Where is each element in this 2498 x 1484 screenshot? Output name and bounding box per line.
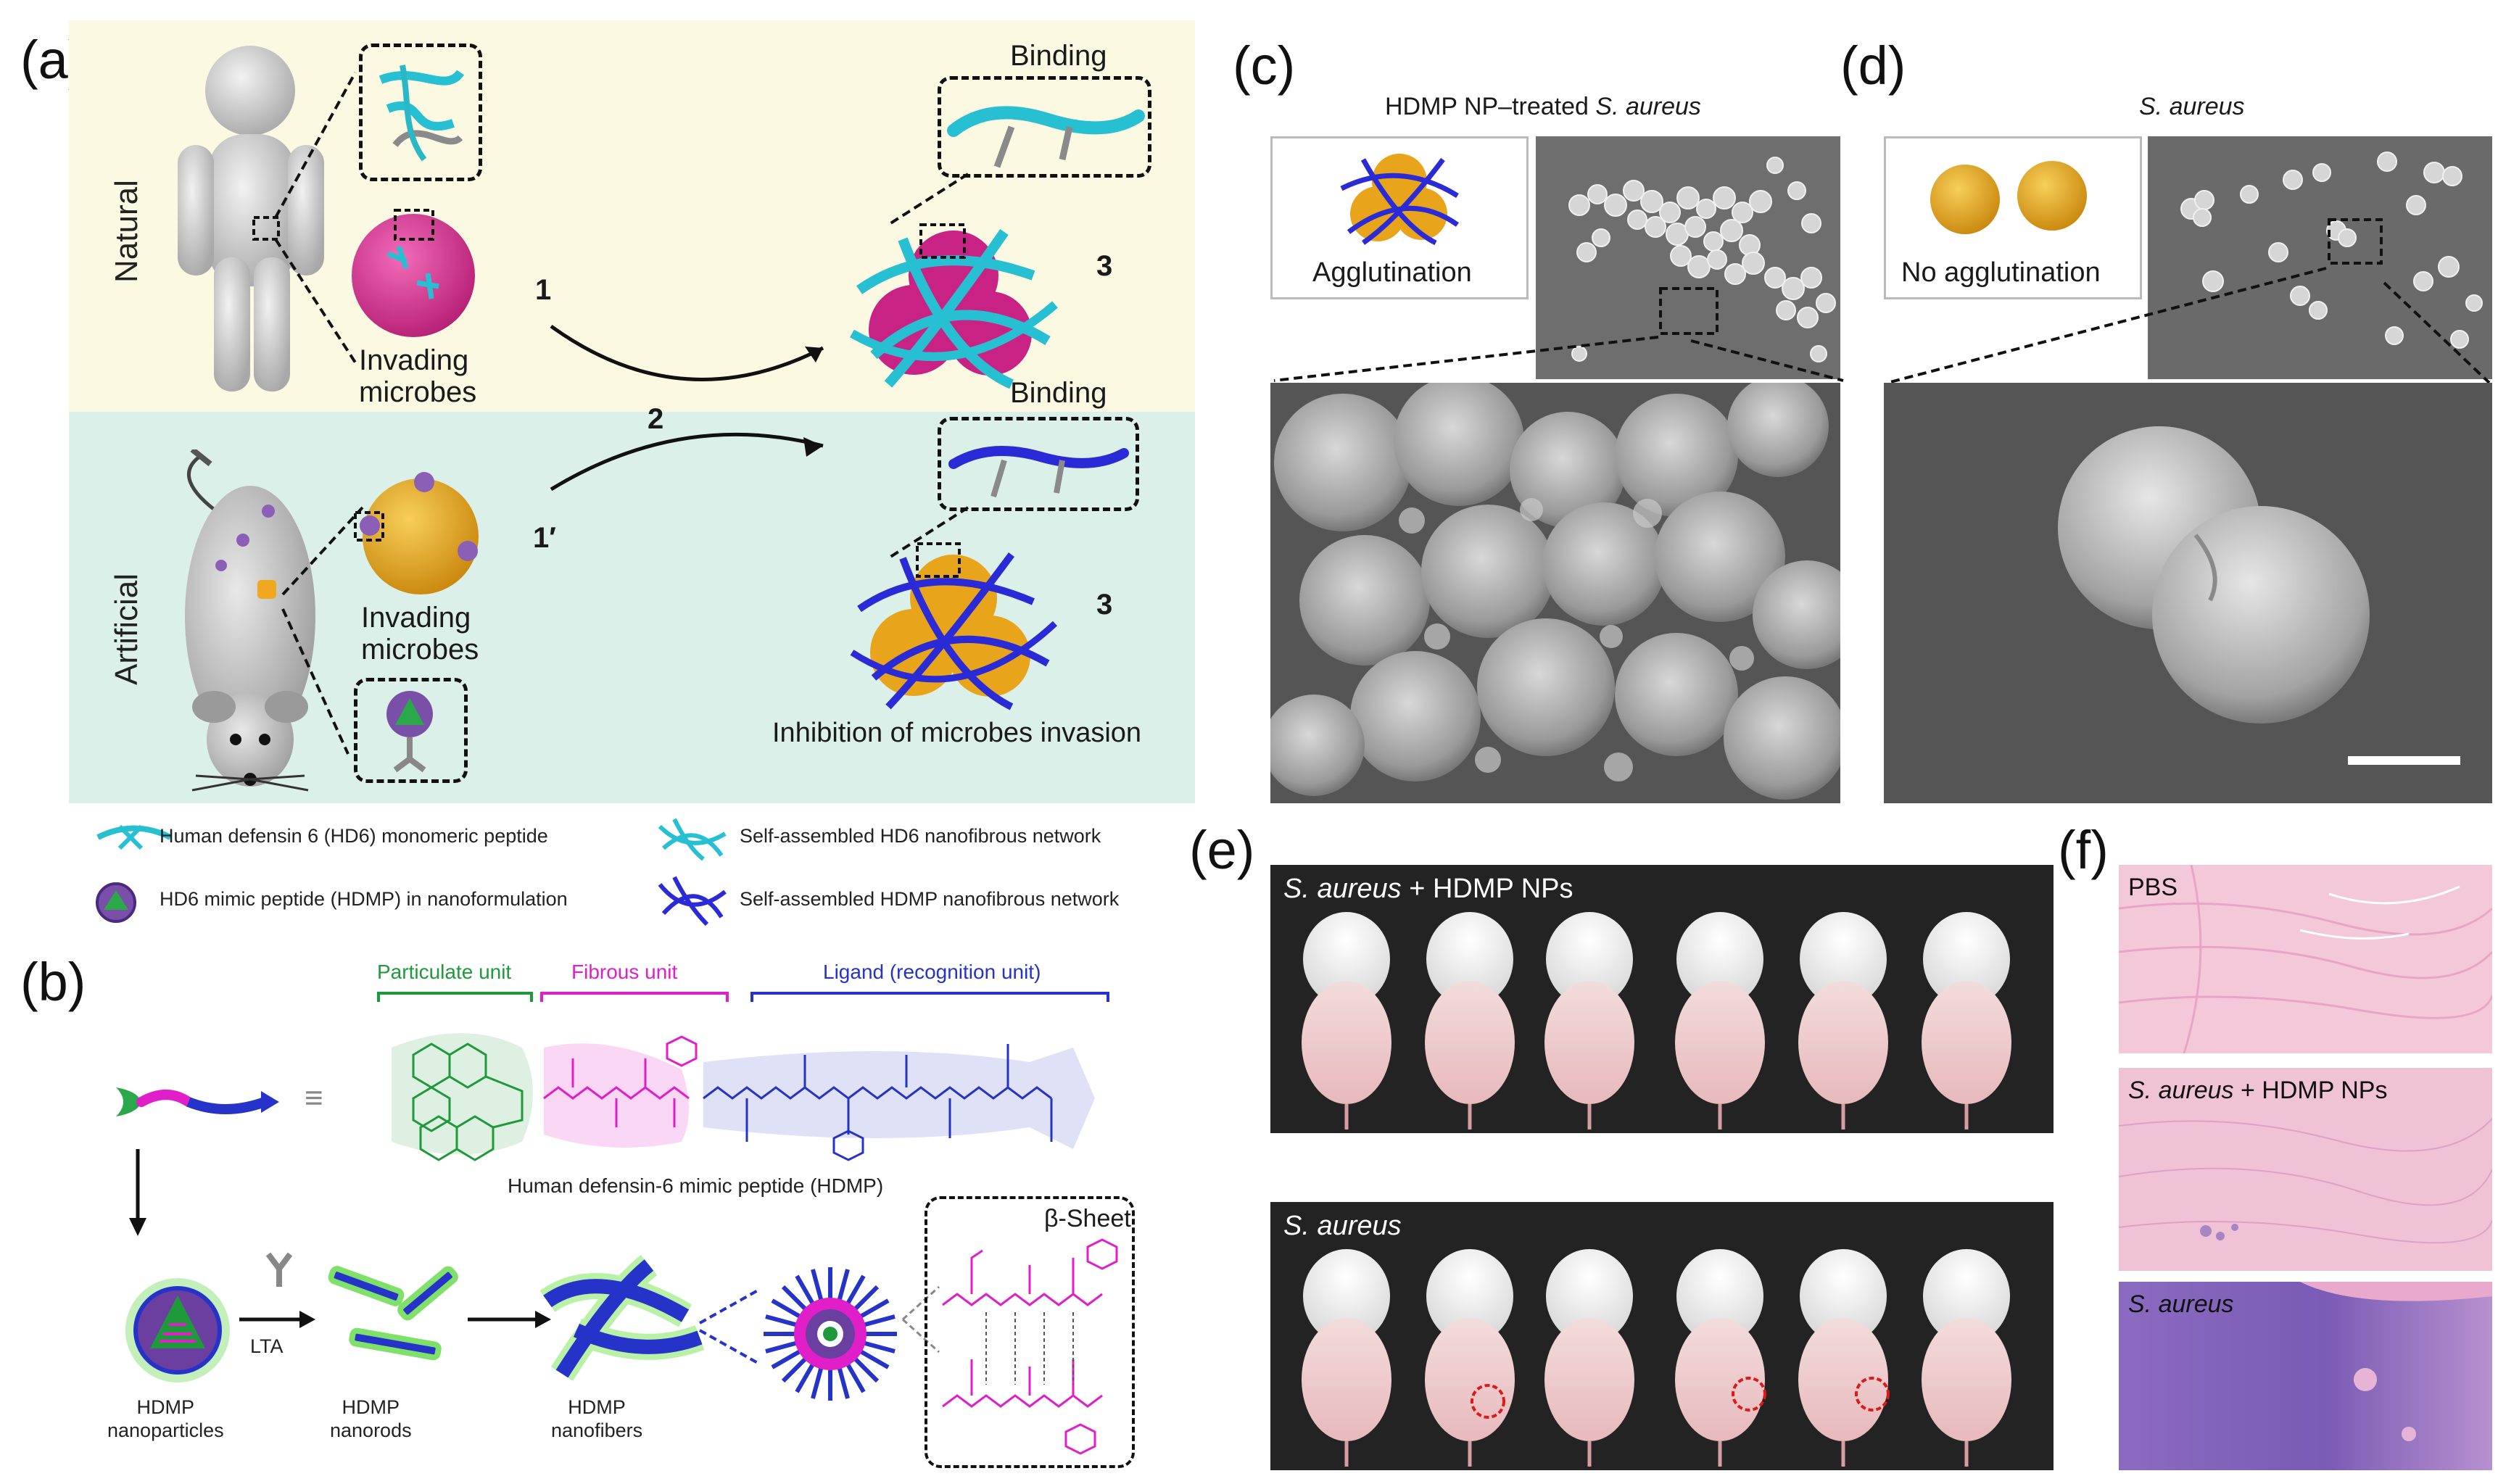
legend-hd6-monomer: Human defensin 6 (HD6) monomeric peptide — [160, 825, 548, 847]
gold-microbe-icon — [354, 472, 479, 594]
histology-pbs-label: PBS — [2128, 874, 2178, 901]
arrow-np-to-rod — [239, 1311, 315, 1328]
sem-image-c-small — [1536, 136, 1840, 379]
hdmp-nanorods-icon — [328, 1266, 458, 1361]
histology-treated-label: S. aureus + HDMP NPs — [2128, 1077, 2388, 1104]
zoom-lines-c — [1273, 336, 1844, 382]
histology-pbs — [2119, 865, 2492, 1053]
invading-microbes-top: Invading microbes — [359, 344, 477, 408]
hdmp-nanoparticle-icon — [125, 1278, 230, 1383]
mouse-figure-icon — [185, 449, 315, 792]
hdmp-np-binding-icon — [386, 691, 433, 773]
fiber-cross-section-icon — [764, 1267, 897, 1401]
hdmp-np-box — [354, 678, 468, 783]
arrow-rod-to-fiber — [468, 1311, 551, 1328]
hdmp-molecule-structure — [392, 1033, 1095, 1161]
arrow-step-2 — [550, 432, 824, 492]
particulate-unit-label: Particulate unit — [377, 961, 512, 983]
binding-label-top: Binding — [1010, 40, 1107, 72]
hdmp-network-icon — [658, 876, 727, 927]
agglutination-label: Agglutination — [1312, 257, 1472, 288]
beta-sheet-box — [925, 1196, 1135, 1468]
histology-untreated — [2119, 1282, 2492, 1470]
zoom-lines-beta — [901, 1285, 940, 1354]
hdmp-nanoparticles-label: HDMP nanoparticles — [107, 1396, 224, 1441]
binding-box-top — [938, 76, 1151, 178]
mice-untreated-label: S. aureus — [1283, 1211, 1402, 1241]
cluster-artificial-icon — [850, 542, 1058, 710]
beta-sheet-label: β-Sheet — [1044, 1205, 1131, 1232]
scale-bar — [2348, 756, 2460, 765]
lta-label: LTA — [250, 1335, 284, 1357]
mice-photo-untreated — [1270, 1202, 2054, 1470]
artificial-label: Artificial — [109, 573, 144, 685]
particulate-bracket — [377, 992, 533, 1002]
panel-f-label: (f) — [2058, 820, 2109, 880]
no-agglutination-inset — [1884, 136, 2142, 299]
mice-treated-label: S. aureus + HDMP NPs — [1283, 874, 1573, 904]
legend-hdmp-network: Self-assembled HDMP nanofibrous network — [740, 888, 1120, 910]
arrow-step-1 — [550, 324, 824, 381]
natural-label: Natural — [109, 180, 144, 283]
histology-untreated-label: S. aureus — [2128, 1290, 2234, 1318]
binding-fiber-blue-icon — [948, 446, 1129, 498]
sem-image-c-large — [1270, 383, 1840, 803]
hdmp-molecule-caption: Human defensin-6 mimic peptide (HDMP) — [508, 1174, 884, 1197]
legend-hdmp-nanoformulation: HD6 mimic peptide (HDMP) in nanoformulat… — [160, 888, 568, 910]
step-3-top-label: 3 — [1096, 250, 1113, 282]
hd6-monomer-icon — [96, 824, 172, 850]
pink-microbe-icon — [352, 209, 475, 337]
hdmp-nanorods-label: HDMP nanorods — [330, 1396, 412, 1441]
panel-d-label: (d) — [1840, 36, 1906, 96]
panel-c-title: HDMP NP–treated S. aureus — [1385, 93, 1701, 120]
zoom-lines-artificial — [281, 506, 364, 755]
no-agglutination-label: No agglutination — [1901, 257, 2101, 288]
step-3-bottom-label: 3 — [1096, 589, 1113, 621]
ligand-unit-label: Ligand (recognition unit) — [823, 961, 1041, 983]
hd6-structure-icon — [379, 65, 464, 162]
step-1prime-label: 1′ — [533, 522, 556, 554]
panel-e-label: (e) — [1189, 820, 1255, 880]
zoom-lines-natural — [274, 72, 357, 364]
histology-treated — [2119, 1068, 2492, 1271]
zoom-line-binding-top — [887, 173, 969, 226]
fibrous-bracket — [540, 992, 729, 1002]
panel-d-title: S. aureus — [2139, 93, 2245, 120]
mice-photo-treated — [1270, 865, 2054, 1133]
legend-hd6-network: Self-assembled HD6 nanofibrous network — [740, 825, 1101, 847]
sem-image-d-large — [1884, 383, 2492, 803]
hdmp-nanofibers-icon — [539, 1254, 705, 1381]
lta-antibody-icon — [265, 1252, 293, 1287]
ligand-bracket — [750, 992, 1109, 1002]
fibrous-unit-label: Fibrous unit — [571, 961, 678, 983]
invading-microbes-bottom: Invading microbes — [361, 602, 479, 666]
step-2-label: 2 — [648, 403, 664, 435]
human-figure-icon — [178, 46, 324, 391]
step-1-label: 1 — [535, 274, 552, 306]
zoom-lines-d — [1887, 267, 2491, 384]
binding-box-bottom — [938, 417, 1139, 511]
zoom-line-binding-bottom — [887, 506, 969, 560]
zoom-lines-fiber — [699, 1289, 758, 1364]
hdmp-peptide-icon — [116, 1087, 279, 1116]
hd6-structure-box — [359, 43, 482, 181]
agglutination-icon — [1340, 154, 1460, 246]
down-arrow — [129, 1149, 146, 1236]
panel-c-label: (c) — [1233, 36, 1296, 96]
hd6-network-icon — [658, 818, 727, 861]
beta-sheet-structure — [942, 1238, 1118, 1455]
hdmp-nanofibers-label: HDMP nanofibers — [551, 1396, 643, 1441]
panel-b-label: (b) — [20, 952, 86, 1012]
sem-image-d-small — [2148, 136, 2492, 379]
binding-label-bottom: Binding — [1010, 377, 1107, 409]
hdmp-nanoformulation-icon — [96, 882, 136, 923]
equivalent-sign: ≡ — [305, 1080, 323, 1116]
no-agglutination-icon — [1930, 161, 2087, 234]
binding-fiber-cyan-icon — [947, 106, 1145, 168]
inhibition-label: Inhibition of microbes invasion — [772, 718, 1142, 748]
cluster-natural-icon — [850, 223, 1058, 389]
